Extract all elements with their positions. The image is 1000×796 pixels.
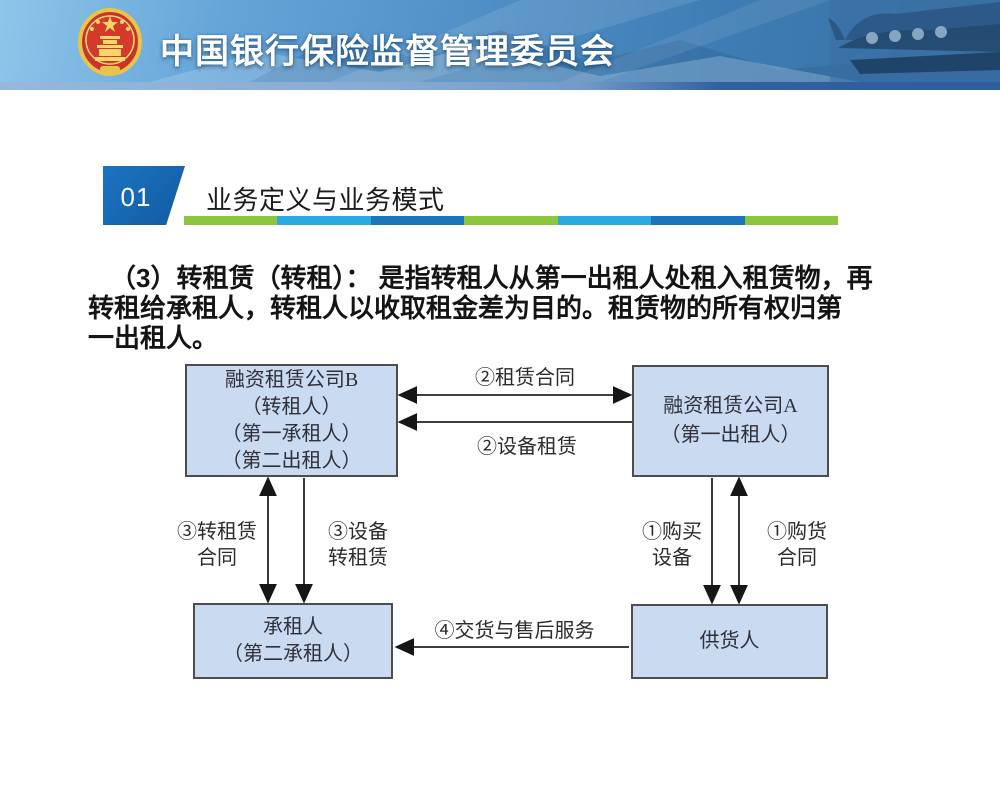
paragraph-line-3: 一出租人。 bbox=[88, 323, 219, 353]
mountain-haze bbox=[150, 46, 860, 82]
box-lessee-line: （第二承租人） bbox=[223, 643, 363, 665]
section-number: 01 bbox=[120, 182, 152, 212]
box-company-b: 融资租赁公司B （转租人） （第一承租人） （第二出租人） bbox=[185, 364, 398, 477]
tiananmen-icon bbox=[95, 36, 125, 61]
section-title: 业务定义与业务模式 bbox=[206, 185, 445, 215]
paragraph-line-2: 转租给承租人，转租人以收取租金差为目的。租赁物的所有权归第 bbox=[88, 293, 843, 323]
section-number-badge: 01 bbox=[103, 166, 185, 225]
box-company-b-line: （第二出租人） bbox=[221, 449, 362, 472]
star-icon bbox=[102, 16, 118, 32]
definition-paragraph: （3）转租赁（转租）： 是指转租人从第一出租人处租入租赁物，再 转租给承租人，转… bbox=[88, 263, 928, 353]
label-sublease-contract: ③转租赁 合同 bbox=[157, 519, 277, 571]
national-emblem-icon bbox=[78, 8, 142, 76]
box-company-b-line: 融资租赁公司B bbox=[224, 368, 359, 391]
mountain-silhouette bbox=[250, 30, 1000, 82]
divider-segment bbox=[184, 216, 278, 225]
box-supplier-line: 供货人 bbox=[699, 630, 760, 652]
paragraph-line-1: （3）转租赁（转租）： 是指转租人从第一出租人处租入租赁物，再 bbox=[110, 263, 873, 293]
label-equipment-sublease: ③设备 转租赁 bbox=[298, 519, 418, 571]
label-line: ③转租赁 bbox=[177, 521, 257, 543]
box-lessee-line: 承租人 bbox=[263, 616, 323, 638]
label-line: 合同 bbox=[197, 547, 237, 569]
label-delivery-service: ④交货与售后服务 bbox=[434, 620, 595, 642]
label-line: ③设备 bbox=[328, 521, 388, 543]
banner-background-graphic bbox=[150, 0, 1000, 82]
header-banner: 中国银行保险监督管理委员会 bbox=[0, 0, 1000, 82]
temple-roof-icon bbox=[828, 0, 1000, 82]
section-divider-bar bbox=[184, 216, 838, 225]
label-line: ①购买 bbox=[642, 521, 702, 543]
banner-strip bbox=[0, 82, 1000, 90]
box-supplier: 供货人 bbox=[631, 604, 828, 679]
box-company-a: 融资租赁公司A （第一出租人） bbox=[632, 365, 829, 477]
gear-ribbon-icon bbox=[100, 66, 120, 72]
label-line: 转租赁 bbox=[328, 547, 388, 569]
label-purchase-equipment: ①购买 设备 bbox=[612, 519, 732, 571]
label-lease-contract: ②租赁合同 bbox=[475, 367, 575, 389]
label-line: ①购货 bbox=[767, 521, 827, 543]
light-beam bbox=[560, 0, 830, 82]
divider-segment bbox=[370, 216, 465, 225]
label-equipment-lease: ②设备租赁 bbox=[477, 436, 577, 458]
divider-segment bbox=[464, 216, 558, 225]
divider-segment bbox=[557, 216, 652, 225]
box-lessee: 承租人 （第二承租人） bbox=[193, 603, 393, 679]
divider-segment bbox=[651, 216, 745, 225]
label-line: 设备 bbox=[652, 547, 692, 569]
label-line: 合同 bbox=[777, 547, 817, 569]
box-company-a-line: 融资租赁公司A bbox=[663, 395, 798, 417]
divider-segment bbox=[277, 216, 371, 225]
banner-title: 中国银行保险监督管理委员会 bbox=[160, 33, 615, 71]
box-company-b-line: （第一承租人） bbox=[221, 422, 362, 445]
divider-segment bbox=[744, 216, 838, 225]
label-purchase-contract: ①购货 合同 bbox=[737, 519, 857, 571]
box-company-b-line: （转租人） bbox=[241, 395, 342, 418]
light-beam bbox=[330, 0, 700, 82]
box-company-a-line: （第一出租人） bbox=[660, 424, 801, 446]
